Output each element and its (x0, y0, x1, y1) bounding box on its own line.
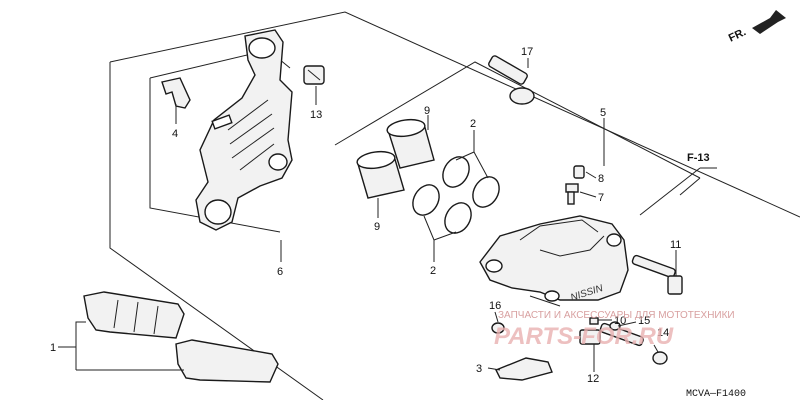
bleeder-cap-8 (573, 165, 585, 179)
callout-2-lower: 2 (430, 265, 436, 277)
callout-9-lower: 9 (374, 221, 380, 233)
callout-4: 4 (172, 128, 178, 140)
boot-10 (589, 317, 599, 325)
callout-13: 13 (310, 109, 322, 121)
figure-code: MCVA—F1400 (686, 389, 746, 400)
callout-2-upper: 2 (470, 118, 476, 130)
reference-label: F-13 (687, 152, 710, 164)
brake-pad-lower (175, 339, 279, 383)
callout-7: 7 (598, 192, 604, 204)
callout-16: 16 (489, 300, 501, 312)
piston-9-upper (386, 118, 435, 169)
callout-6: 6 (277, 266, 283, 278)
callout-17: 17 (521, 46, 533, 58)
watermark-brand: PARTS-FOR.RU (494, 323, 674, 350)
pin-bolt-11 (631, 254, 683, 295)
callout-5: 5 (600, 107, 606, 119)
reference-pointer (639, 167, 701, 216)
nut-14 (652, 351, 668, 365)
caliper-group-box (334, 61, 701, 196)
bolt-17 (488, 55, 535, 105)
front-direction-label: FR. (727, 26, 748, 44)
callout-1: 1 (50, 342, 56, 354)
piston-9-lower (356, 150, 405, 199)
callout-3: 3 (476, 363, 482, 375)
callout-10: 10 (614, 315, 626, 327)
callout-9-upper: 9 (424, 105, 430, 117)
brake-pad-upper (83, 291, 185, 339)
watermark-caption: ЗАПЧАСТИ И АКСЕССУАРЫ ДЛЯ МОТОТЕХНИКИ (498, 310, 735, 321)
front-direction-arrow (752, 10, 786, 34)
bleeder-valve-7 (565, 183, 579, 205)
caliper-body (479, 215, 629, 307)
pad-retainer-3 (495, 357, 553, 381)
callout-12: 12 (587, 373, 599, 385)
callout-15: 15 (638, 315, 650, 327)
leader-lines (58, 58, 677, 372)
caliper-bracket (195, 29, 293, 231)
piston-seals-2 (412, 156, 500, 234)
assembly-frame (109, 11, 800, 400)
callout-11: 11 (670, 239, 681, 251)
ring-16 (491, 322, 505, 334)
callout-14: 14 (657, 327, 669, 339)
pad-spring-4 (161, 77, 191, 109)
bolt-13 (303, 65, 325, 85)
callout-8: 8 (598, 173, 604, 185)
